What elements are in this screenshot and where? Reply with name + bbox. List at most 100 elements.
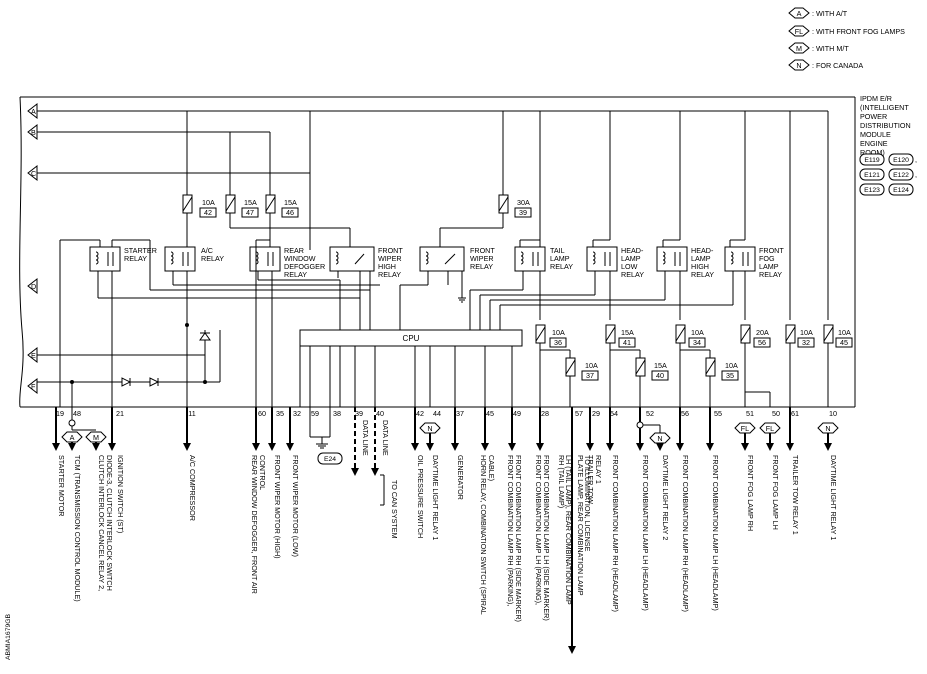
module-connectors: E119 E120 , E121 E122 , E123 E124 [859,153,917,196]
svg-text:28: 28 [541,409,549,418]
output-label: FRONT FOG LAMP RH [746,455,755,531]
svg-text:REAR: REAR [284,246,304,255]
starter-relay: STARTER RELAY [89,246,157,272]
svg-text:47: 47 [246,208,254,217]
output-label: IGNITION SWITCH (ST) [116,455,125,533]
fuse-links [186,213,504,250]
svg-text:52: 52 [646,409,654,418]
module-line: ENGINE [860,139,888,148]
relays: STARTER RELAY A/C RELAY REAR WINDOW DEFO… [89,246,784,279]
svg-text:32: 32 [293,409,301,418]
svg-text:HEAD-: HEAD- [621,246,644,255]
svg-text:59: 59 [311,409,319,418]
front-wiper-relay: FRONT WIPER RELAY [419,246,495,272]
svg-text:20A: 20A [756,328,769,337]
fuse: 10A 35 [705,357,739,381]
output-label: CLUTCH INTERLOCK CANCEL RELAY 2, [97,455,106,591]
svg-text:B: B [31,128,36,137]
figure-code: ABMIA1679GB [5,613,12,660]
connector-a: A [27,102,38,120]
connector-code: E121 [864,172,880,179]
lower-fuses: 10A 36 15A 41 10A 34 20A 56 10A 32 10A 4… [535,324,853,381]
svg-text:C: C [31,169,36,178]
module-line: (INTELLIGENT [860,103,909,112]
svg-text:TAIL: TAIL [550,246,565,255]
svg-text:15A: 15A [244,198,257,207]
svg-text:FRONT: FRONT [378,246,403,255]
legend-hex-a [788,7,810,19]
svg-text:A: A [70,433,75,442]
svg-text:42: 42 [416,409,424,418]
rear-defogger-relay: REAR WINDOW DEFOGGER RELAY [249,246,325,279]
svg-text:30A: 30A [517,198,530,207]
svg-text:48: 48 [73,409,81,418]
output-label: FRONT COMBINATION LAMP RH (PARKING), [506,455,515,606]
svg-text:E: E [31,351,36,360]
legend-text: : WITH FRONT FOG LAMPS [812,27,905,36]
fuse: 10A 37 [565,357,599,381]
svg-text:11: 11 [188,409,195,418]
svg-text:35: 35 [726,371,734,380]
output-label: FRONT COMBINATION LAMP RH (HEADLAMP) [681,455,690,612]
connector-badge [859,168,885,181]
connector-badge [888,153,914,166]
tail-lamp-relay: TAIL LAMP RELAY [514,246,573,272]
svg-text:LAMP: LAMP [550,254,570,263]
connector-badge [859,153,885,166]
output-label: TCM (TRANSMISSION CONTROL MODULE) [73,455,82,602]
module-line: IPDM E/R [860,94,892,103]
separator: , [915,170,917,179]
terminal-numbers: 19 48 21 11 60 35 32 59 38 39 40 42 44 3… [56,409,837,418]
headlamp-low-relay: HEAD- LAMP LOW RELAY [586,246,644,279]
svg-text:57: 57 [575,409,583,418]
fuse: 30A 39 [498,194,532,218]
svg-text:RELAY: RELAY [621,270,644,279]
svg-text:42: 42 [204,208,212,217]
svg-text:RELAY: RELAY [378,270,401,279]
output-wires: A M E24 N N [52,407,839,654]
separator: , [915,155,917,164]
legend-text: : WITH M/T [812,44,849,53]
svg-text:32: 32 [802,338,810,347]
output-label: RELAY 1 [594,455,603,484]
module-label: IPDM E/R (INTELLIGENT POWER DISTRIBUTION… [859,94,917,196]
svg-text:50: 50 [772,409,780,418]
legend-code: N [796,61,801,70]
output-labels: STARTER MOTOR TCM (TRANSMISSION CONTROL … [57,455,838,622]
svg-text:WIPER: WIPER [470,254,494,263]
module-line: POWER [860,112,887,121]
legend-hex-n [788,59,810,71]
fuse: 10A 42 [182,194,217,218]
svg-text:M: M [93,433,99,442]
diode-network [37,323,221,407]
output-label: RH (TAIL LAMP) [557,455,566,508]
svg-text:55: 55 [714,409,722,418]
connector-d: D [27,277,38,295]
fuse: 10A 32 [785,324,815,348]
lower-wiring [299,343,829,407]
svg-text:29: 29 [592,409,600,418]
relay-wiring [59,239,746,407]
legend-item-m: M : WITH M/T [788,42,849,54]
legend-code: A [797,9,802,18]
svg-text:41: 41 [623,338,631,347]
output-label: FRONT COMBINATION LAMP LH (HEADLAMP) [641,455,650,611]
fuse: 10A 36 [535,324,567,348]
svg-text:40: 40 [376,409,384,418]
svg-text:RELAY: RELAY [201,254,224,263]
output-label: DAYTIME LIGHT RELAY 2 [661,455,670,540]
output-label: CONTROL [258,455,267,490]
connector-f: F [27,377,38,395]
output-label: TRAILER TOW [586,455,595,504]
svg-text:CPU: CPU [403,334,420,343]
svg-text:15A: 15A [621,328,634,337]
svg-text:WIPER: WIPER [378,254,402,263]
module-line: MODULE [860,130,891,139]
output-label: LH (TAIL LAMP), REAR COMBINATION LAMP [564,455,573,605]
svg-text:34: 34 [693,338,701,347]
svg-text:45: 45 [840,338,848,347]
svg-text:STARTER: STARTER [124,246,157,255]
svg-text:15A: 15A [654,361,667,370]
svg-text:45: 45 [486,409,494,418]
data-lines: DATA LINE DATA LINE TO CAN SYSTEM [361,420,399,539]
